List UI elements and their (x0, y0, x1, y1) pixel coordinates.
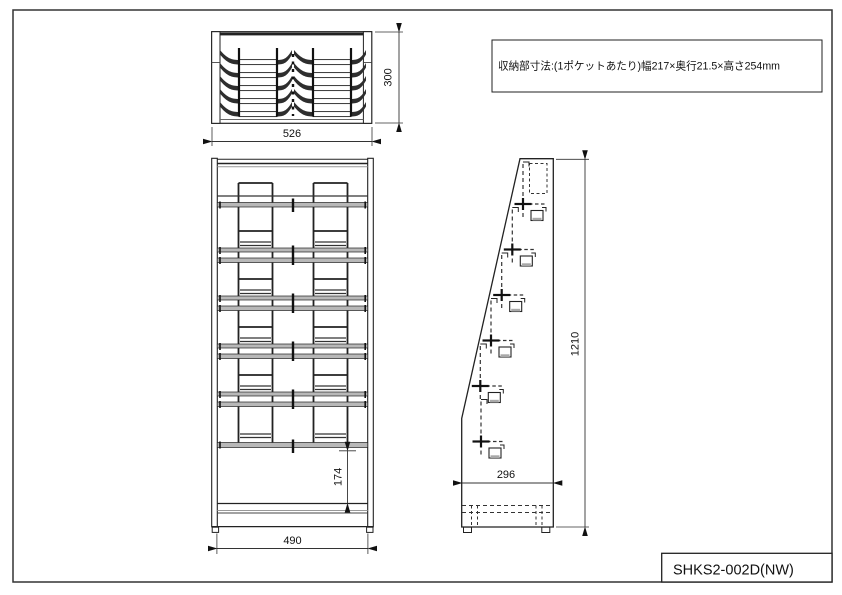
note-box: 収納部寸法:(1ポケットあたり)幅217×奥行21.5×高さ254mm (491, 39, 823, 93)
dim-side-depth-value: 296 (497, 469, 515, 481)
front-right-foot (366, 526, 374, 533)
front-left-foot (211, 526, 220, 533)
dim-side-depth: 296 (453, 469, 563, 486)
top-view: 526 300 (203, 23, 403, 146)
side-front-foot (463, 526, 472, 534)
dim-side-height-value: 1210 (570, 332, 582, 356)
dim-top-width: 526 (203, 127, 381, 146)
border-frame (12, 9, 833, 583)
dim-front-width: 490 (208, 533, 377, 554)
side-rear-foot (541, 526, 551, 534)
dim-top-width-value: 526 (283, 128, 301, 140)
right-side-panel (362, 31, 373, 124)
right-post (367, 157, 374, 528)
front-view: 174 490 (208, 157, 377, 554)
right-pocket-column-top (293, 48, 367, 118)
dim-front-bottom-clearance-value: 174 (333, 468, 345, 486)
dim-top-depth-value: 300 (383, 68, 395, 86)
note-text: 収納部寸法:(1ポケットあたり)幅217×奥行21.5×高さ254mm (498, 60, 780, 73)
rail-bottom (216, 439, 369, 453)
left-post (211, 157, 218, 528)
back-panel-hidden (529, 163, 548, 194)
dim-top-depth: 300 (375, 23, 403, 132)
model-number: SHKS2-002D(NW) (673, 563, 794, 579)
rail-top (216, 195, 369, 212)
left-pocket-column-top (219, 48, 293, 118)
dim-side-height: 1210 (556, 150, 589, 536)
left-side-panel (211, 31, 221, 124)
title-block: SHKS2-002D(NW) (661, 552, 833, 583)
dim-front-bottom-clearance: 174 (333, 441, 356, 513)
back-panel-edge (220, 32, 364, 36)
dim-front-width-value: 490 (283, 535, 301, 547)
side-outline (461, 158, 554, 528)
side-view: 296 1210 (453, 150, 589, 536)
